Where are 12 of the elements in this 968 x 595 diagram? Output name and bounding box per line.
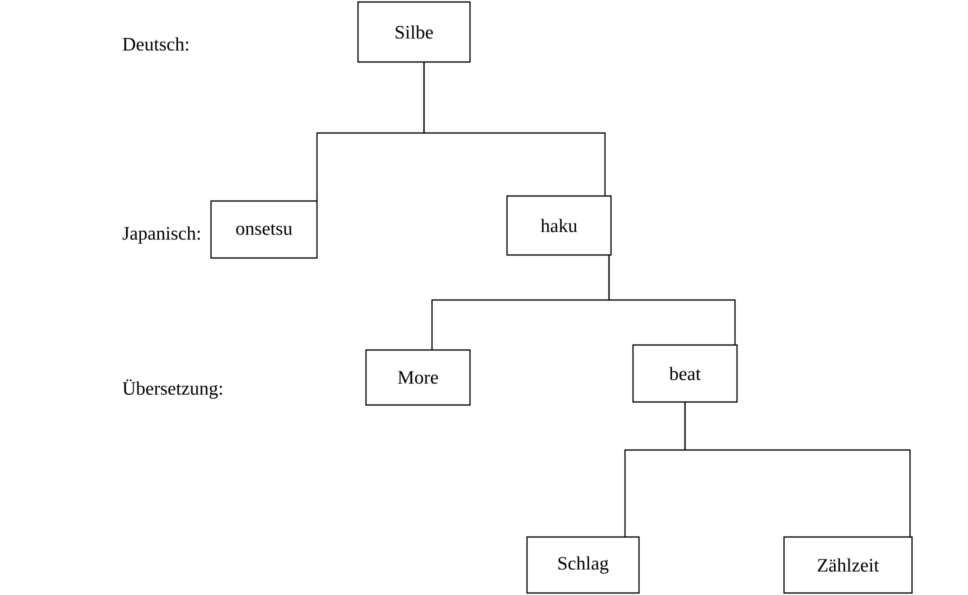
tree-connector [684,402,911,537]
text-box: Schlag [526,536,640,594]
tree-connector [608,256,736,345]
tree-connector [423,62,606,196]
text-box: onsetsu [210,200,318,259]
level-label: Deutsch: [122,37,188,51]
text-box: beat [632,344,738,403]
text-box: Zählzeit [783,536,913,594]
text-box: More [365,349,471,406]
text-box: Silbe [357,1,471,63]
level-label: Übersetzung: [122,379,222,399]
text-box: haku [506,195,612,256]
